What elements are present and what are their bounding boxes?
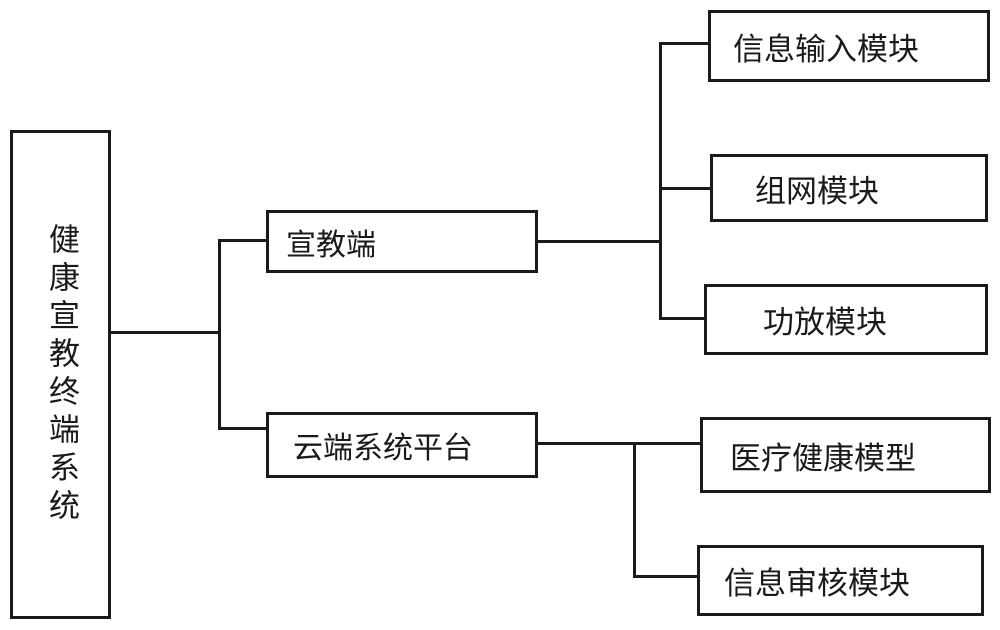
node-medical-health-model: 医疗健康模型 (700, 417, 991, 493)
connector-to-networking-module (659, 187, 713, 190)
connector-cloud-vertical (633, 442, 636, 578)
node-networking-module: 组网模块 (710, 154, 988, 222)
connector-education-vertical (659, 42, 662, 320)
node-info-input-module: 信息输入模块 (708, 10, 990, 82)
node-label: 信息审核模块 (724, 566, 910, 602)
node-label: 功放模块 (763, 305, 887, 341)
connector-root-trunk (108, 331, 220, 334)
node-label: 信息输入模块 (733, 31, 919, 68)
connector-to-education-end (218, 239, 266, 242)
connector-to-info-input-module (659, 42, 711, 45)
connector-level1-vertical (218, 239, 221, 430)
connector-to-cloud-platform (218, 427, 266, 430)
node-health-education-terminal-system: 健康宣教终端系统 (10, 130, 111, 619)
node-cloud-system-platform: 云端系统平台 (266, 412, 538, 478)
node-label: 云端系统平台 (293, 431, 473, 466)
node-label: 宣教端 (286, 227, 376, 263)
node-label: 组网模块 (755, 173, 879, 210)
connector-cloud-trunk (536, 442, 702, 445)
node-info-review-module: 信息审核模块 (697, 545, 984, 616)
connector-to-info-review-module (633, 575, 699, 578)
node-label: 健康宣教终端系统 (43, 222, 79, 527)
connector-to-amplifier-module (659, 317, 707, 320)
node-education-end: 宣教端 (266, 210, 538, 273)
node-label: 医疗健康模型 (730, 440, 916, 477)
node-amplifier-module: 功放模块 (704, 284, 988, 355)
connector-education-trunk (536, 240, 662, 243)
